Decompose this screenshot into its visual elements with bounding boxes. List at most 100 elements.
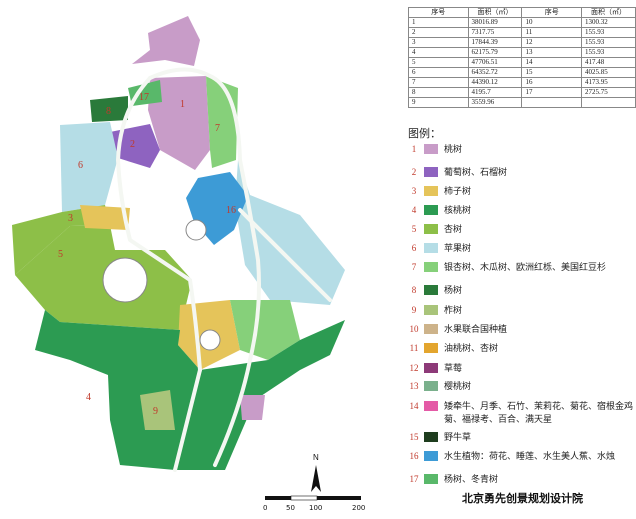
zone-peach-central [148, 76, 210, 170]
zone-apple-west [60, 122, 118, 212]
legend-label: 油桃树、杏树 [444, 344, 499, 354]
legend-label: 水生植物：荷花、睡莲、水生美人蕉、水烛 [444, 452, 616, 462]
legend-number: 15 [409, 432, 419, 442]
table-header-no-1: 序号 [408, 7, 469, 18]
zone-label-7: 7 [215, 123, 220, 134]
zone-peach-south [240, 395, 265, 420]
table-cell: 17844.39 [467, 37, 523, 48]
legend-number: 11 [409, 343, 419, 353]
table-header-area-2: 面积（㎡） [581, 7, 636, 18]
east-road [238, 208, 332, 302]
legend-number: 2 [411, 167, 417, 177]
legend-swatch [424, 305, 438, 315]
table-cell: 13 [521, 47, 582, 58]
legend-label: 柿子树 [444, 187, 472, 197]
legend-swatch [424, 205, 438, 215]
zone-label-17: 17 [139, 92, 149, 103]
table-cell: 6 [408, 67, 469, 78]
legend-label: 核桃树 [444, 206, 472, 216]
legend-swatch [424, 285, 438, 295]
table-cell: 38016.89 [467, 17, 523, 28]
table-header-no-2: 序号 [521, 7, 582, 18]
table-cell: 5 [408, 57, 469, 68]
legend-swatch [424, 243, 438, 253]
legend-swatch [424, 324, 438, 334]
south-road [173, 368, 202, 472]
legend-label: 苹果树 [444, 244, 472, 254]
table-header-row: 序号 面积（㎡） 序号 面积（㎡） [408, 7, 636, 18]
zone-poplar [90, 96, 128, 122]
table-cell: 4 [408, 47, 469, 58]
credit-text: 北京勇先创景规划设计院 [462, 492, 583, 505]
legend-swatch [424, 381, 438, 391]
north-arrow: N [311, 453, 321, 492]
zone-label-16: 16 [226, 205, 236, 216]
zone-poplar-holly [128, 80, 162, 106]
legend-label: 杏树 [444, 225, 463, 235]
zone-label-1: 1 [180, 99, 185, 110]
legend-label: 杨树、冬青树 [444, 475, 499, 485]
table-cell: 4025.85 [581, 67, 636, 78]
legend-number: 13 [409, 381, 419, 391]
zone-walnut [35, 310, 345, 470]
table-cell: 417.48 [581, 57, 636, 68]
legend-number: 10 [409, 324, 419, 334]
legend-number: 7 [411, 262, 417, 272]
legend-label: 樱桃树 [444, 382, 472, 392]
legend-swatch [424, 262, 438, 272]
legend-swatch [424, 432, 438, 442]
legend-swatch [424, 474, 438, 484]
zone-label-4: 4 [86, 392, 91, 403]
legend-label: 水果联合国种植 [444, 325, 508, 335]
svg-text:100: 100 [309, 504, 322, 512]
table-cell: 1 [408, 17, 469, 28]
table-cell: 3 [408, 37, 469, 48]
legend-swatch [424, 144, 438, 154]
table-cell: 15 [521, 67, 582, 78]
svg-text:N: N [313, 453, 319, 462]
scale-bar: 0 50 100 200 [263, 495, 365, 512]
legend-label: 银杏树、木瓜树、欧洲红栎、美国红豆杉 [444, 263, 607, 273]
octagon-maze-plaza [102, 257, 148, 303]
legend-number: 5 [411, 224, 417, 234]
table-cell: 12 [521, 37, 582, 48]
zone-label-5: 5 [58, 249, 63, 260]
legend-number: 12 [409, 363, 419, 373]
legend-number: 4 [411, 205, 417, 215]
table-cell: 1300.32 [581, 17, 636, 28]
table-cell: 9 [408, 97, 469, 108]
table-cell: 11 [521, 27, 582, 38]
zone-ginkgo-south [230, 300, 300, 360]
legend-label: 矮牵牛、月季、石竹、茉莉花、菊花、宿根金鸡菊、福禄考、百合、满天星 [444, 402, 634, 425]
table-cell: 155.93 [581, 27, 636, 38]
table-cell: 155.93 [581, 37, 636, 48]
zone-zuo-oak [140, 390, 175, 430]
legend-swatch [424, 186, 438, 196]
legend-label: 柞树 [444, 306, 463, 316]
legend-number: 17 [409, 474, 419, 484]
table-cell: 44390.12 [467, 77, 523, 88]
zone-ginkgo-east [206, 76, 238, 168]
legend-label: 草莓 [444, 364, 463, 374]
svg-text:0: 0 [263, 504, 267, 512]
table-cell: 2 [408, 27, 469, 38]
legend-swatch [424, 451, 438, 461]
legend-label: 杨树 [444, 286, 463, 296]
table-cell: 47706.51 [467, 57, 523, 68]
legend-swatch [424, 401, 438, 411]
legend-number: 3 [411, 186, 417, 196]
zone-apple-east [235, 160, 345, 305]
legend-number: 6 [411, 243, 417, 253]
zone-peach-north [132, 16, 200, 66]
table-cell: 62175.79 [467, 47, 523, 58]
table-cell [521, 97, 582, 108]
table-cell: 2725.75 [581, 87, 636, 98]
legend-label: 葡萄树、石榴树 [444, 168, 508, 178]
